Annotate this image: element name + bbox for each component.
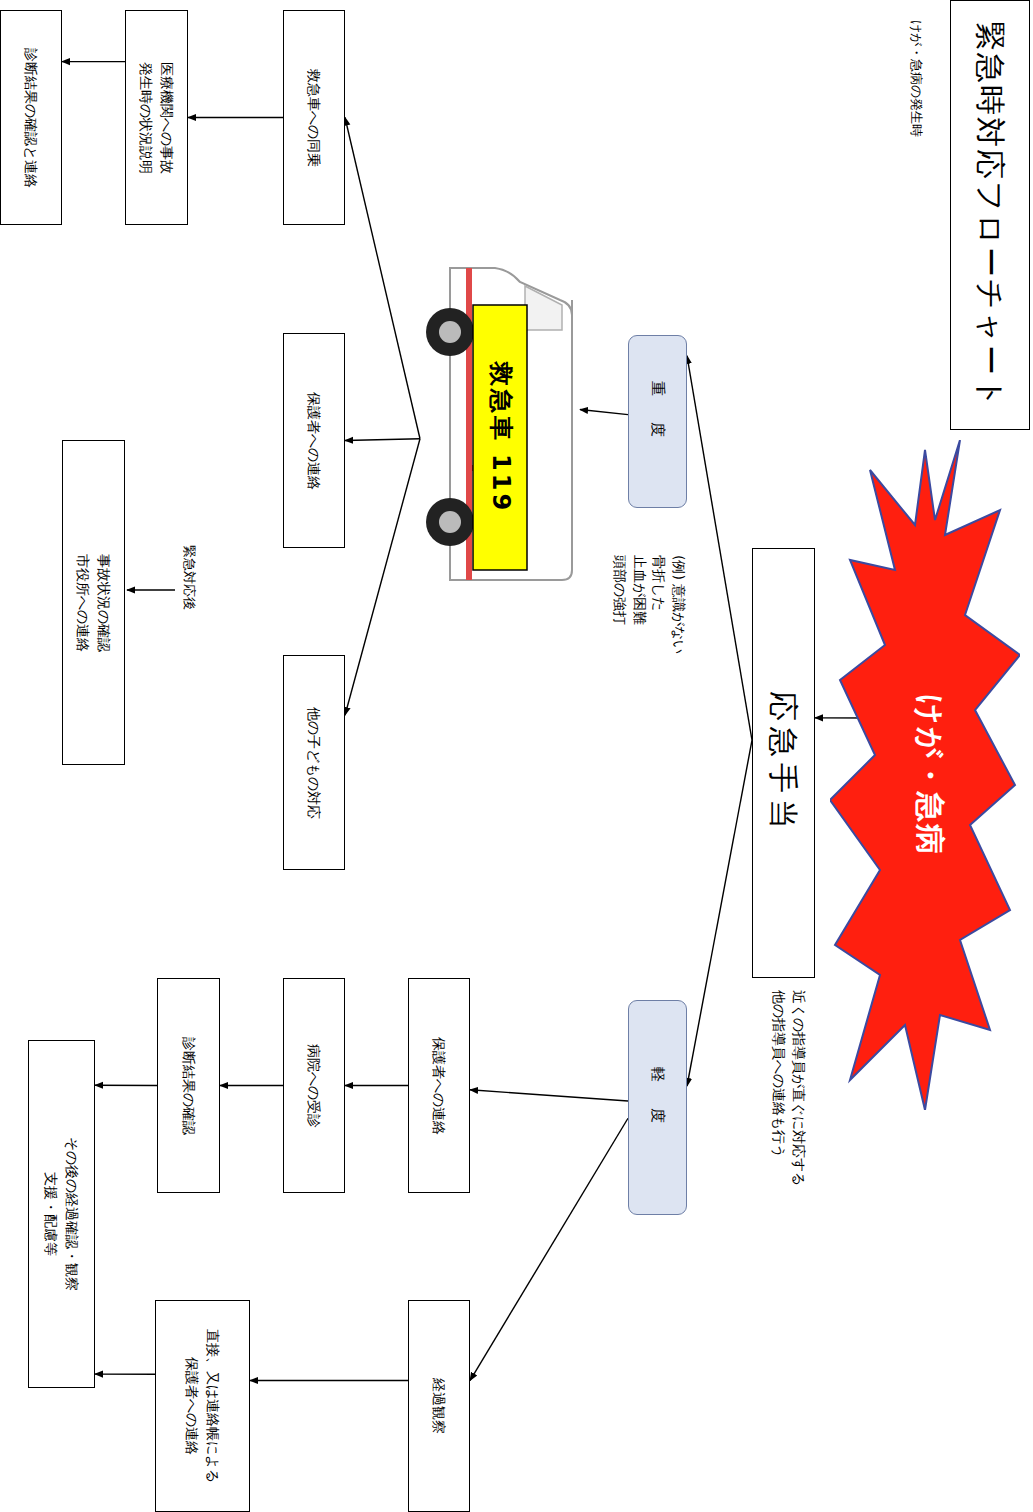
- process-box: 保護者への連絡: [283, 333, 345, 548]
- severity-box: 軽度: [628, 1000, 687, 1215]
- process-box: 経過観察: [408, 1300, 470, 1512]
- connector-arrow: [95, 1085, 157, 1087]
- process-box: 診断結果の確認と連絡: [0, 10, 62, 225]
- starburst-fill: [830, 440, 1020, 1110]
- ambulance-label: 救急車 119: [483, 362, 518, 513]
- ambulance-hub: [439, 511, 461, 533]
- process-box: 診断結果の確認: [157, 978, 220, 1193]
- title-box: 緊急時対応フローチャート: [950, 0, 1030, 430]
- note-label: けが・急病の発生時: [907, 20, 925, 200]
- connector-arrow: [250, 1380, 408, 1381]
- connector-arrow: [470, 1118, 628, 1380]
- note-label: 近くの指導員が直ぐに対応する 他の指導員への連絡も行う: [769, 990, 808, 1240]
- node-text: 応急手当: [762, 691, 806, 835]
- note-label: (例) 意識がない 骨折した 止血が困難 頭部の強打: [610, 555, 688, 675]
- process-box: 救急車への同乗: [283, 10, 345, 225]
- node-text: 病院への受診: [304, 1044, 324, 1128]
- note-label: 緊急対応後: [180, 545, 198, 645]
- process-box: その後の経過確認・観察 支援・配慮等: [28, 1040, 95, 1388]
- process-box: 応急手当: [752, 548, 815, 978]
- ambulance-window: [525, 286, 562, 330]
- node-text: 他の子どもの対応: [304, 707, 324, 819]
- node-text: 保護者への連絡: [304, 392, 324, 490]
- process-box: 他の子どもの対応: [283, 655, 345, 870]
- node-text: 医療機関への事故 発生時の状況説明: [136, 38, 177, 198]
- connector-arrow: [687, 740, 752, 1086]
- leader-arrow: [127, 589, 175, 590]
- ambulance-hub: [439, 321, 461, 343]
- connector-arrow: [95, 1373, 155, 1375]
- ambulance-wheel: [426, 498, 474, 546]
- connector-arrow: [345, 439, 420, 441]
- connector-arrow: [345, 439, 420, 715]
- node-text: 診断結果の確認: [178, 1037, 198, 1135]
- process-box: 事故状況の確認 市役所への連絡: [62, 440, 125, 765]
- connector-arrow: [470, 1090, 628, 1101]
- ambulance-cross: [468, 460, 472, 476]
- node-text: その後の経過確認・観察 支援・配慮等: [41, 1124, 82, 1304]
- process-box: 直接、又は連絡帳による 保護者への連絡: [155, 1300, 250, 1512]
- node-text: 軽度: [647, 1067, 669, 1149]
- ambulance-yellow-band: [473, 305, 527, 570]
- connector-arrow: [220, 1085, 283, 1086]
- title-text: 緊急時対応フローチャート: [970, 21, 1011, 410]
- process-box: 医療機関への事故 発生時の状況説明: [125, 10, 188, 225]
- connector-arrow: [62, 61, 125, 62]
- burst-text: けが・急病: [908, 694, 952, 856]
- severity-box: 重度: [628, 335, 687, 508]
- node-text: 経過観察: [429, 1378, 449, 1434]
- node-text: 事故状況の確認 市役所への連絡: [73, 538, 114, 668]
- process-box: 病院への受診: [283, 978, 345, 1193]
- ambulance-wheel: [426, 308, 474, 356]
- node-text: 保護者への連絡: [429, 1037, 449, 1135]
- starburst-shape: けが・急病: [830, 440, 1020, 1110]
- connector-arrow: [580, 410, 628, 415]
- node-text: 重度: [647, 381, 669, 463]
- connector-arrow: [687, 356, 752, 740]
- process-box: 保護者への連絡: [408, 978, 470, 1193]
- node-text: 救急車への同乗: [304, 69, 324, 167]
- ambulance-node: 救急車 119: [420, 260, 580, 585]
- node-text: 診断結果の確認と連絡: [21, 48, 41, 188]
- node-text: 直接、又は連絡帳による 保護者への連絡: [182, 1321, 223, 1491]
- connector-arrow: [345, 118, 420, 439]
- connector-arrow: [188, 117, 283, 118]
- connector-arrow: [345, 1085, 408, 1086]
